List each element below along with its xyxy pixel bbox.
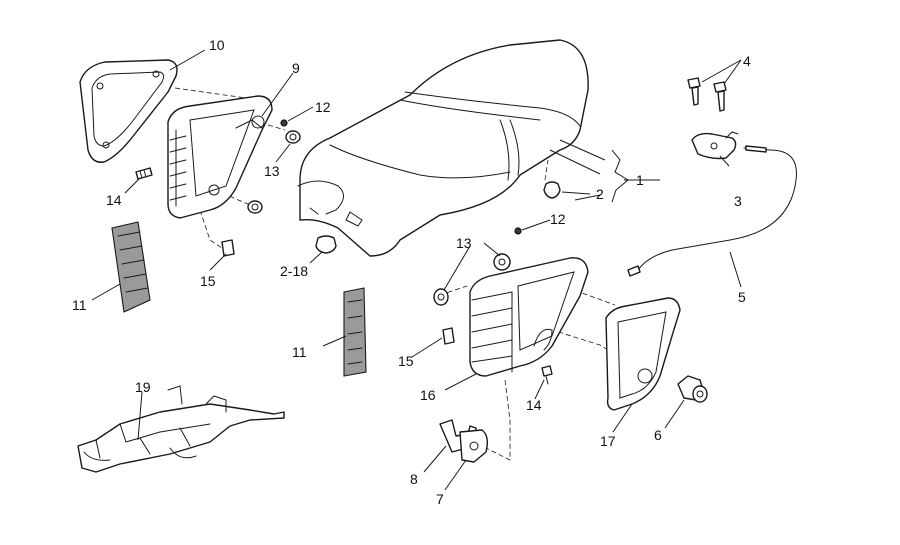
callout-1: 1 <box>636 172 644 188</box>
leader-lines <box>91 49 742 491</box>
callout-16: 16 <box>420 387 436 403</box>
adhesive-pad-middle <box>343 287 367 377</box>
callout-17: 17 <box>600 433 616 449</box>
callout-14-left: 14 <box>106 192 122 208</box>
callout-19: 19 <box>135 379 151 395</box>
callout-14-mid: 14 <box>526 397 542 413</box>
washer-mid <box>514 227 522 235</box>
left-side-cover <box>79 59 178 163</box>
callout-13-mid: 13 <box>456 235 472 251</box>
seat-lock <box>677 375 708 403</box>
callout-15-mid: 15 <box>398 353 414 369</box>
callout-8: 8 <box>410 471 418 487</box>
callout-7: 7 <box>436 491 444 507</box>
grommet-top-1 <box>285 130 301 144</box>
grommet-mid-2 <box>433 288 449 306</box>
bolt-1 <box>687 77 701 106</box>
latch-bracket <box>691 131 739 160</box>
right-side-cover <box>605 297 681 411</box>
grommet-top-2 <box>247 200 263 214</box>
callout-11-left: 11 <box>72 297 87 313</box>
clip-left <box>221 239 235 257</box>
right-side-box <box>469 257 589 377</box>
callout-15-left: 15 <box>200 273 216 289</box>
callout-13-top: 13 <box>264 163 280 179</box>
clip-mid <box>442 327 455 345</box>
left-side-box <box>167 95 273 219</box>
callout-10: 10 <box>209 37 225 53</box>
bolt-2 <box>713 81 727 112</box>
callout-12-top: 12 <box>315 99 331 115</box>
callout-2-18: 2-18 <box>280 263 308 279</box>
rubber-buffer-2 <box>543 181 561 199</box>
release-cable <box>627 145 797 277</box>
grommet-mid-1 <box>493 253 511 271</box>
screw-mid <box>541 365 553 385</box>
frame-tray <box>77 385 285 473</box>
callout-4: 4 <box>743 53 751 69</box>
plate-7 <box>459 429 489 463</box>
callout-6: 6 <box>654 427 662 443</box>
screw-left <box>135 167 153 180</box>
callout-9: 9 <box>292 60 300 76</box>
callout-2: 2 <box>596 186 604 202</box>
callout-12-mid: 12 <box>550 211 566 227</box>
adhesive-pad-left <box>111 221 151 313</box>
seat <box>297 39 589 257</box>
rubber-buffer-2-18 <box>315 235 337 254</box>
callouts: 10 9 12 13 14 15 11 2-18 11 2 1 4 3 5 12… <box>72 37 751 507</box>
callout-3: 3 <box>734 193 742 209</box>
washer-top <box>280 119 288 127</box>
callout-11-mid: 11 <box>292 344 307 360</box>
callout-5: 5 <box>738 289 746 305</box>
